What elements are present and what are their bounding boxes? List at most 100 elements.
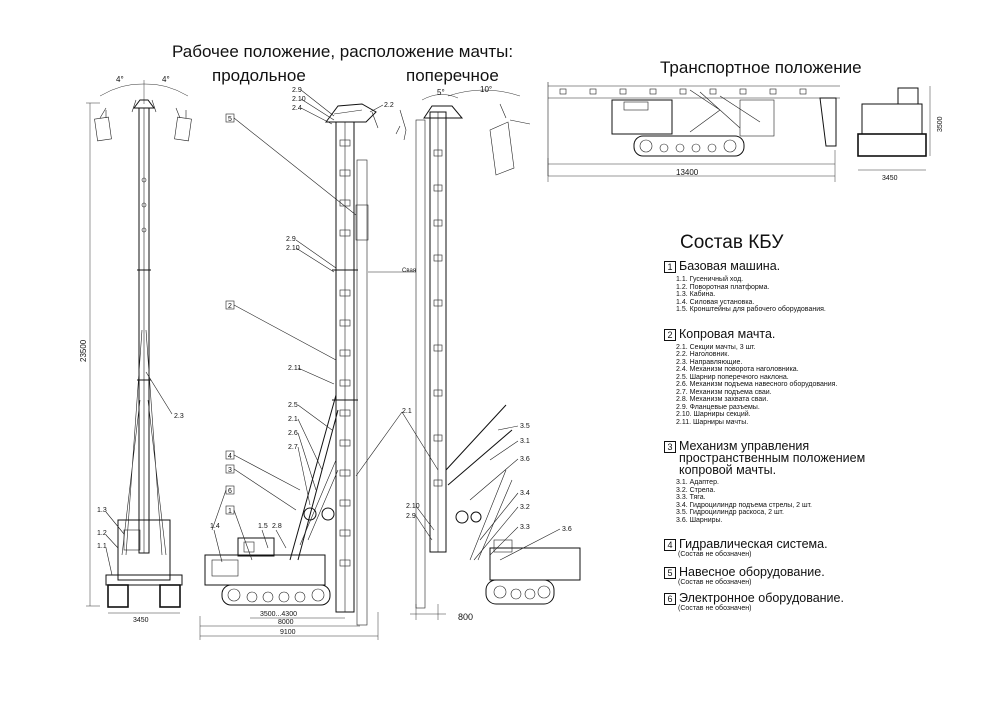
section-number: 2	[664, 328, 676, 341]
callout-2-10-mid: 2.10	[286, 245, 300, 252]
legend-item: 3.6. Шарниры.	[676, 516, 723, 524]
pile-offset-dimension: 800	[458, 612, 473, 622]
legend-item: 2.5. Шарнир поперечного наклона.	[676, 373, 789, 381]
callout-1: 1	[228, 508, 232, 515]
callout-2-8: 2.8	[272, 523, 282, 530]
pile-label: Свая	[402, 268, 416, 274]
main-title: Рабочее положение, расположение мачты:	[172, 42, 513, 61]
longitudinal-title: продольное	[212, 66, 306, 85]
section-title: Навесное оборудование.	[679, 565, 825, 579]
legend-item: 2.1. Секции мачты, 3 шт.	[676, 343, 756, 351]
legend-item: 2.9. Фланцевые разъемы.	[676, 403, 760, 411]
callout-2: 2	[228, 303, 232, 310]
callout-2-5: 2.5	[288, 402, 298, 409]
callout-5: 5	[228, 116, 232, 123]
legend-item: 3.2. Стрела.	[676, 486, 716, 494]
length-9100-dimension: 9100	[280, 629, 296, 636]
callout-2-11: 2.11	[288, 365, 301, 372]
callout-3-1: 3.1	[520, 438, 530, 445]
legend-item: 1.2. Поворотная платформа.	[676, 283, 770, 291]
transport-length-dimension: 13400	[676, 168, 699, 177]
legend-item: 1.4. Силовая установка.	[676, 298, 755, 306]
legend-item: 1.3. Кабина.	[676, 291, 716, 298]
section-number: 4	[664, 539, 676, 551]
transport-title: Транспортное положение	[660, 58, 862, 77]
legend-item: 1.1. Гусеничный ход.	[676, 276, 744, 283]
transverse-view: 5° 10° 800	[395, 85, 581, 622]
tilt-transverse-right: 10°	[480, 85, 492, 94]
legend-item: 1.5. Кронштейны для рабочего оборудовани…	[676, 306, 826, 313]
transport-view: 13400 3500 3450	[547, 82, 944, 182]
section-number: 6	[664, 593, 676, 605]
legend-item: 3.5. Гидроцилиндр раскоса, 2 шт.	[676, 509, 784, 516]
front-view: 23500 4° 4° 3450 2.3 1.3	[79, 75, 192, 624]
length-8000-dimension: 8000	[278, 619, 294, 626]
callout-6: 6	[228, 488, 232, 495]
callout-3-4: 3.4	[520, 490, 530, 497]
callout-2-3: 2.3	[174, 413, 184, 420]
callout-2-1-shared: 2.1	[402, 408, 412, 415]
callout-2-9-mid: 2.9	[286, 236, 296, 243]
longitudinal-view: 3500...4300 8000 9100 Свая 2.9 2.10 2.4 …	[199, 87, 439, 640]
callout-3-5: 3.5	[520, 423, 530, 430]
callout-1-4: 1.4	[210, 523, 220, 530]
legend-item: 2.8. Механизм захвата сваи.	[676, 396, 769, 403]
callout-1-1: 1.1	[97, 543, 107, 550]
callout-3: 3	[228, 467, 232, 474]
callout-2-10-top: 2.10	[292, 96, 306, 103]
callout-2-7: 2.7	[288, 444, 298, 451]
tilt-right-label: 4°	[162, 75, 170, 84]
legend-item: 2.2. Наголовник.	[676, 351, 730, 358]
callout-2-9-transverse: 2.9	[406, 513, 416, 520]
callout-2-9-top: 2.9	[292, 87, 302, 94]
callout-1-5: 1.5	[258, 523, 268, 530]
section-title: Электронное оборудование.	[679, 591, 844, 605]
tilt-left-label: 4°	[116, 75, 124, 84]
section-title: Базовая машина.	[679, 259, 781, 273]
section-note: (Состав не обозначен)	[678, 551, 752, 558]
callout-3-2: 3.2	[520, 504, 530, 511]
callout-3-6-top: 3.6	[520, 456, 530, 463]
section-number: 3	[664, 441, 676, 453]
callout-2-1-left: 2.1	[288, 416, 298, 423]
section-title: Механизм управления пространственным пол…	[679, 439, 866, 477]
legend-item: 2.11. Шарниры мачты.	[676, 418, 749, 426]
callout-3-3: 3.3	[520, 524, 530, 531]
legend-item: 2.10. Шарниры секций.	[676, 411, 751, 418]
legend-item: 3.3. Тяга.	[676, 494, 706, 501]
legend-item: 3.4. Гидроцилиндр подъема стрелы, 2 шт.	[676, 501, 812, 509]
legend-title: Состав КБУ	[680, 232, 784, 253]
callout-2-10-transverse: 2.10	[406, 503, 420, 510]
transport-width-dimension: 3450	[882, 175, 898, 182]
section-number: 1	[664, 261, 676, 273]
transverse-title: поперечное	[406, 66, 499, 85]
legend-item: 3.1. Адаптер.	[676, 479, 719, 486]
callout-1-2: 1.2	[97, 530, 107, 537]
callout-2-4: 2.4	[292, 105, 302, 112]
legend-item: 2.4. Механизм поворота наголовника.	[676, 366, 799, 373]
callout-3-6-bottom: 3.6	[562, 526, 572, 533]
section-note: (Состав не обозначен)	[678, 605, 752, 612]
legend-item: 2.7. Механизм подъема сваи.	[676, 388, 772, 396]
section-title: Копровая мачта.	[679, 326, 776, 341]
callout-1-3: 1.3	[97, 507, 107, 514]
tilt-transverse-left: 5°	[437, 88, 445, 97]
section-note: (Состав не обозначен)	[678, 579, 752, 586]
front-width-dimension: 3450	[133, 617, 149, 624]
callout-4: 4	[228, 453, 232, 460]
callout-2-6: 2.6	[288, 430, 298, 437]
section-title: Гидравлическая система.	[679, 537, 828, 551]
reach-dimension: 3500...4300	[260, 611, 297, 618]
transport-height-dimension: 3500	[937, 116, 944, 132]
section-number: 5	[664, 567, 676, 579]
legend-item: 2.6. Механизм подъема навесного оборудов…	[676, 381, 838, 388]
callout-2-2: 2.2	[384, 102, 394, 109]
